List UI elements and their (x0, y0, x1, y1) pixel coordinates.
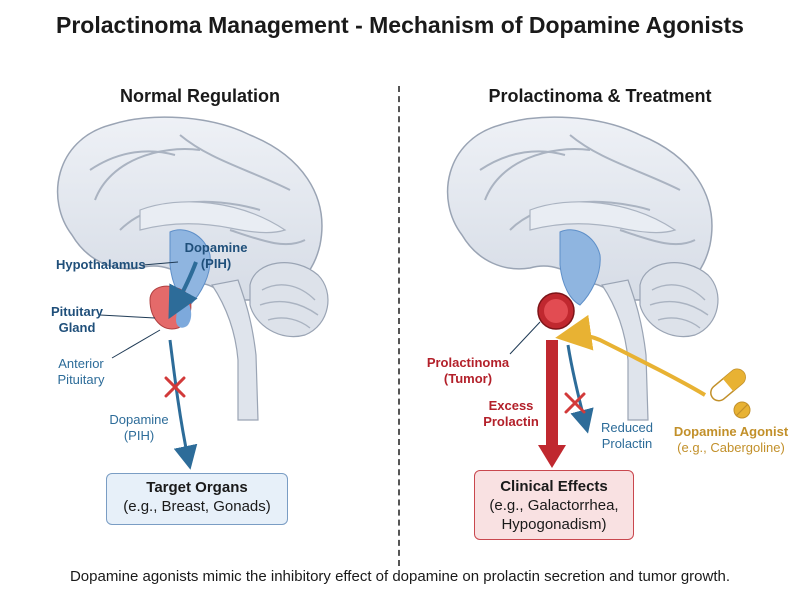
target-organs-title: Target Organs (146, 479, 248, 496)
pituitary-label-line1: Pituitary (50, 304, 103, 319)
right-panel-heading: Prolactinoma & Treatment (488, 86, 712, 106)
agonist-arrow (555, 314, 707, 397)
prolactinoma-leader (509, 321, 541, 355)
clinical-effects-sub2: Hypogonadism) (501, 516, 607, 533)
anterior-label-line2: Pituitary (57, 372, 105, 387)
clinical-effects-sub1: (e.g., Galactorrhea, (489, 497, 619, 514)
prolactinoma-label-line2: (Tumor) (443, 371, 493, 386)
agonist-label-line1: Dopamine Agonist (673, 424, 789, 439)
dopamine-label-line2: (PIH) (200, 256, 232, 271)
left-dopamine-arrow (168, 261, 198, 320)
dopamine-lower-line2: (PIH) (123, 428, 155, 443)
clinical-effects-box: Clinical Effects (e.g., Galactorrhea, Hy… (474, 470, 634, 540)
reduced-prolactin-arrow (566, 344, 594, 434)
pituitary-gland-label: Pituitary Gland (44, 304, 110, 336)
left-pih-arrow (168, 339, 198, 470)
pituitary-label-line2: Gland (58, 320, 96, 335)
anterior-leader (111, 329, 161, 359)
dopamine-agonist-label: Dopamine Agonist (e.g., Cabergoline) (666, 424, 796, 456)
reduced-label-line2: Prolactin (601, 436, 653, 451)
right-brain (446, 116, 719, 421)
excess-prolactin-label: Excess Prolactin (476, 398, 546, 430)
prolactinoma-label: Prolactinoma (Tumor) (418, 355, 518, 387)
target-organs-subtitle: (e.g., Breast, Gonads) (123, 498, 271, 515)
dopamine-lower-line1: Dopamine (109, 412, 169, 427)
hypothalamus-leader (142, 261, 179, 266)
panel-divider (398, 86, 400, 566)
anterior-pituitary-label: Anterior Pituitary (46, 356, 116, 388)
reduced-label-line1: Reduced (600, 420, 654, 435)
reduced-prolactin-label: Reduced Prolactin (592, 420, 662, 452)
figure-title: Prolactinoma Management - Mechanism of D… (56, 12, 744, 38)
dopamine-label-line1: Dopamine (184, 240, 248, 255)
clinical-effects-title: Clinical Effects (500, 478, 608, 495)
pituitary-leader (99, 314, 156, 319)
excess-label-line1: Excess (488, 398, 534, 413)
excess-label-line2: Prolactin (483, 414, 539, 429)
prolactinoma-label-line1: Prolactinoma (426, 355, 510, 370)
anterior-label-line1: Anterior (58, 356, 104, 371)
left-panel-heading: Normal Regulation (119, 86, 280, 106)
pill-capsule-icon (710, 368, 751, 419)
left-inhibit-x-icon (164, 376, 186, 398)
right-inhibit-x-icon (564, 392, 586, 414)
hypothalamus-label: Hypothalamus (56, 257, 146, 272)
target-organs-box: Target Organs (e.g., Breast, Gonads) (106, 473, 288, 525)
figure-caption: Dopamine agonists mimic the inhibitory e… (69, 568, 731, 585)
dopamine-pih-label: Dopamine (PIH) (176, 240, 256, 272)
agonist-label-line2: (e.g., Cabergoline) (677, 440, 785, 455)
dopamine-pih-lower-label: Dopamine (PIH) (102, 412, 176, 444)
